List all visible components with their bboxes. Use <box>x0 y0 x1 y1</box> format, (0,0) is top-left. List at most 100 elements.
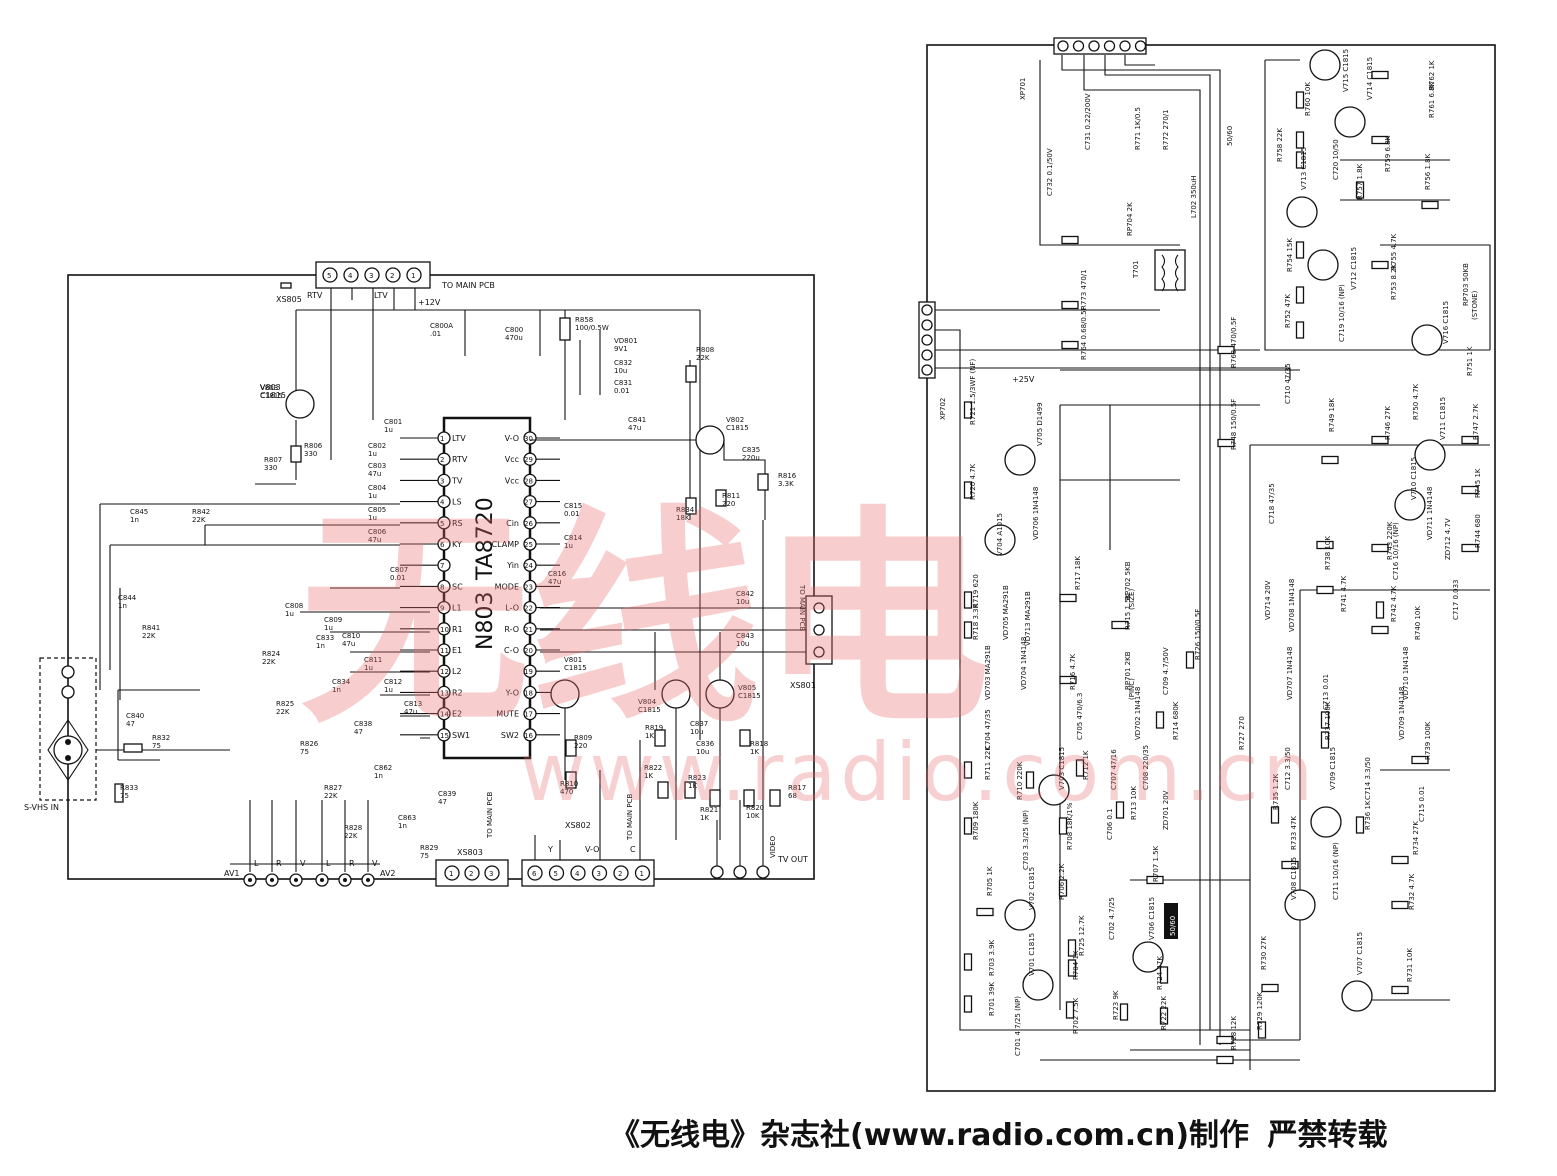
right-part-label: R772 270/1 <box>1162 109 1170 150</box>
chip-left-pin-number: 1 <box>440 435 444 443</box>
left-part-ref: V803 <box>260 384 278 392</box>
right-resistor <box>1281 860 1299 870</box>
left-part-ref: C807 <box>390 566 408 574</box>
right-part-label: R727 270 <box>1238 716 1246 750</box>
right-part-label: R723 9K <box>1112 990 1120 1020</box>
right-resistor <box>1067 959 1077 977</box>
right-part-label: C720 10/50 <box>1332 139 1340 180</box>
right-part-label: C716 10/16 (NP) <box>1392 522 1400 580</box>
right-resistor <box>1065 1001 1075 1019</box>
xs803-pin-number: 2 <box>469 870 473 878</box>
right-resistor <box>1355 181 1365 199</box>
chip-left-pin-number: 2 <box>440 456 444 464</box>
xp702-pin <box>921 364 933 376</box>
right-part-label: R760 10K <box>1304 82 1312 116</box>
right-resistor <box>1058 879 1068 897</box>
left-part-value: 1K <box>644 772 653 780</box>
left-part-ref: C814 <box>564 534 583 542</box>
left-part-value: 22K <box>262 658 276 666</box>
right-part-label: R746 27K <box>1384 406 1392 440</box>
right-resistor <box>1371 70 1389 80</box>
right-part-label: C706 0.1 <box>1106 808 1114 840</box>
right-part-label: R747 2.7K <box>1472 403 1480 440</box>
left-part-value: 3.3K <box>778 480 794 488</box>
left-part-value: 47 <box>354 728 363 736</box>
right-part-label: R733 47K <box>1290 816 1298 850</box>
right-part-label: R740 10K <box>1414 606 1422 640</box>
right-resistor <box>1115 801 1125 819</box>
right-part-label: R755 4.7K <box>1390 233 1398 270</box>
chip-ref: N803 <box>473 592 498 650</box>
right-resistor <box>1059 593 1077 603</box>
left-part-value: 47u <box>628 424 641 432</box>
left-part-ref: C811 <box>364 656 382 664</box>
xs803-pin <box>444 865 460 881</box>
right-part-label: R718 3.3K <box>972 603 980 640</box>
xp702-pin <box>921 349 933 361</box>
left-part-ref: C815 <box>564 502 582 510</box>
chip-left-pin-number: 7 <box>440 562 444 570</box>
left-part-value: 330 <box>264 464 277 472</box>
right-resistor <box>1217 345 1235 355</box>
right-resistor <box>1075 759 1085 777</box>
watermark-url: www.radio.com.cn <box>520 726 1317 819</box>
svg-text:C1815: C1815 <box>260 391 286 400</box>
xp702-pin <box>921 319 933 331</box>
right-resistor <box>963 995 973 1013</box>
right-part-label: R725 12.7K <box>1078 915 1086 956</box>
left-part-ref: R828 <box>344 824 362 832</box>
right-part-label: R716 4.7K <box>1069 653 1077 690</box>
video-label: VIDEO <box>769 835 777 858</box>
bottom-connector-pin-number: 5 <box>554 870 558 878</box>
right-resistor <box>1461 435 1479 445</box>
right-connector: TO MAIN PCB XS801 TV OUT VIDEO <box>540 520 833 879</box>
left-part-value: 1n <box>130 516 139 524</box>
bottom-connector-pin <box>591 865 608 881</box>
right-part-label: R750 4.7K <box>1412 383 1420 420</box>
right-part-label: C714 3.3/50 <box>1364 757 1372 800</box>
bottom-connector-pin <box>613 865 629 881</box>
xs802-label: XS802 <box>565 821 591 830</box>
left-part-ref: VD801 <box>614 337 638 345</box>
right-part-label: R707 1.5K <box>1152 845 1160 882</box>
right-part-label: V709 C1815 <box>1329 747 1337 790</box>
right-resistor <box>1270 806 1280 824</box>
left-part-value: 10K <box>746 812 760 820</box>
chip-left-pin-name: RS <box>452 519 463 528</box>
right-part-label: C732 0.1/50V <box>1046 148 1054 196</box>
left-part-ref: C804 <box>368 484 387 492</box>
chip-left-pin-name: KY <box>452 540 462 549</box>
left-part-ref: C801 <box>384 418 402 426</box>
right-resistor <box>1185 651 1195 669</box>
xp701-pin <box>1103 40 1116 52</box>
left-transistors <box>530 360 781 840</box>
left-part-value: 47 <box>438 798 447 806</box>
av2-label: AV2 <box>380 869 396 878</box>
right-resistor <box>1461 485 1479 495</box>
chip-right-pin-number: 24 <box>524 562 533 570</box>
right-part-label: R702 7.5K <box>1072 997 1080 1034</box>
left-part-value: 0.01 <box>614 387 630 395</box>
chip-left-pin-number: 15 <box>440 732 449 740</box>
right-part-label: R726 150/0.5F <box>1194 609 1202 660</box>
left-part-ref: V801 <box>564 656 582 664</box>
right-transistors <box>984 49 1446 1012</box>
chip-right-pin-name: SW2 <box>501 731 519 740</box>
left-part-ref: R822 <box>644 764 662 772</box>
left-part-value: C1815 <box>260 392 283 400</box>
left-part-value: 10u <box>696 748 709 756</box>
right-resistor <box>1058 817 1068 835</box>
right-resistor <box>963 621 973 639</box>
right-part-label: ZD701 20V <box>1162 790 1170 830</box>
left-part-value: 10u <box>736 598 749 606</box>
right-part-label: V715 C1815 <box>1342 49 1350 92</box>
xp701-pin <box>1057 40 1069 52</box>
right-part-label: R719 620 <box>972 574 980 608</box>
right-resistor <box>1061 340 1079 350</box>
left-part-value: 22K <box>696 354 710 362</box>
right-part-label: R748 150/0.5F <box>1230 399 1238 450</box>
